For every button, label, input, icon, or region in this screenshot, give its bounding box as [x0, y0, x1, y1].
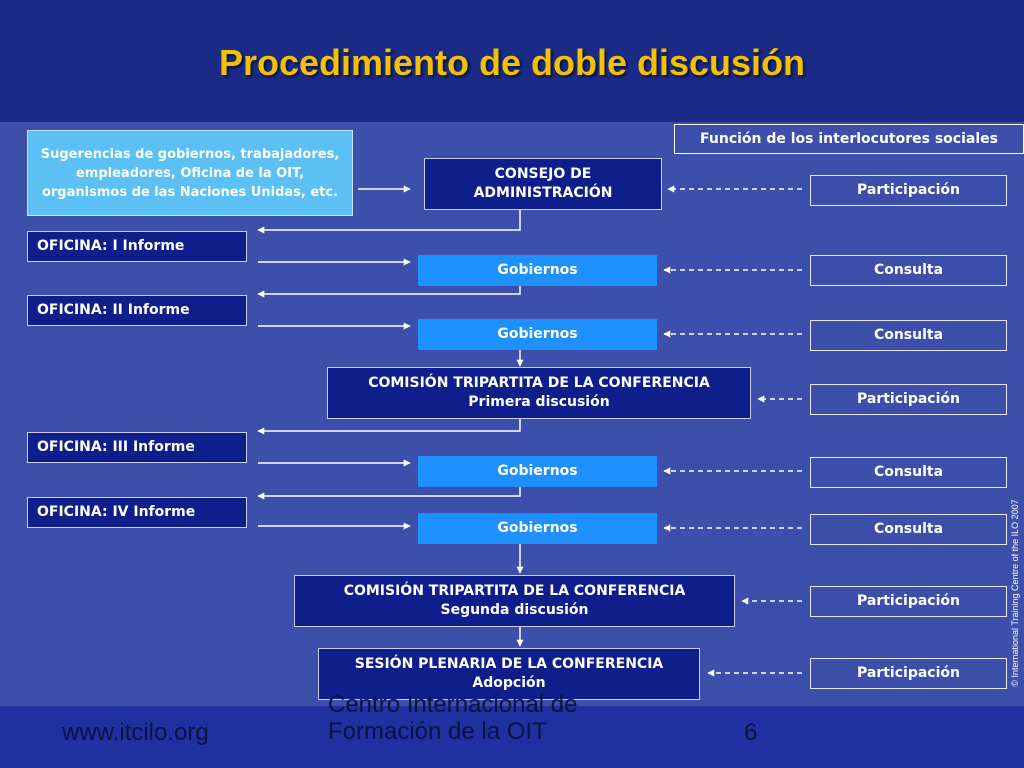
sesion-line-1: SESIÓN PLENARIA DE LA CONFERENCIA: [354, 656, 664, 672]
oficina-i-informe: OFICINA: I Informe: [27, 231, 247, 262]
suggestions-box: Sugerencias de gobiernos, trabajadores, …: [27, 130, 353, 216]
consejo-line-1: CONSEJO DE: [494, 166, 592, 182]
header-band: [0, 0, 1024, 122]
role-consulta-1: Consulta: [810, 255, 1007, 286]
gobiernos-box-4: Gobiernos: [418, 513, 657, 544]
role-consulta-4: Consulta: [810, 514, 1007, 545]
footer-band: [0, 706, 1024, 768]
sesion-plenaria-adopcion: SESIÓN PLENARIA DE LA CONFERENCIA Adopci…: [318, 648, 700, 700]
footer-page-number: 6: [744, 719, 758, 746]
footer-url[interactable]: www.itcilo.org: [62, 719, 209, 746]
sesion-line-2: Adopción: [472, 675, 546, 691]
consejo-line-2: ADMINISTRACIÓN: [473, 185, 613, 201]
gobiernos-box-1: Gobiernos: [418, 255, 657, 286]
role-participacion-4: Participación: [810, 658, 1007, 689]
oficina-ii-informe: OFICINA: II Informe: [27, 295, 247, 326]
footer-org-line-2: Formación de la OIT: [328, 718, 547, 745]
comision-2-line-1: COMISIÓN TRIPARTITA DE LA CONFERENCIA: [343, 583, 686, 599]
role-consulta-2: Consulta: [810, 320, 1007, 351]
comision-segunda-discusion: COMISIÓN TRIPARTITA DE LA CONFERENCIA Se…: [294, 575, 735, 627]
oficina-iii-informe: OFICINA: III Informe: [27, 432, 247, 463]
role-consulta-3: Consulta: [810, 457, 1007, 488]
role-participacion-2: Participación: [810, 384, 1007, 415]
arrow-gobiernos-3-to-oficina-4: [257, 487, 521, 500]
comision-2-line-2: Segunda discusión: [440, 602, 589, 618]
footer-org-line-1: Centro Internacional de: [328, 691, 578, 718]
comision-1-line-1: COMISIÓN TRIPARTITA DE LA CONFERENCIA: [368, 375, 710, 391]
gobiernos-box-2: Gobiernos: [418, 319, 657, 350]
comision-primera-discusion: COMISIÓN TRIPARTITA DE LA CONFERENCIA Pr…: [327, 367, 751, 419]
role-participacion-3: Participación: [810, 586, 1007, 617]
comision-1-line-2: Primera discusión: [468, 394, 610, 410]
consejo-administracion-box: CONSEJO DE ADMINISTRACIÓN: [424, 158, 662, 210]
arrow-gobiernos-1-to-oficina-2: [257, 286, 521, 298]
gobiernos-box-3: Gobiernos: [418, 456, 657, 487]
oficina-iv-informe: OFICINA: IV Informe: [27, 497, 247, 528]
arrow-consejo-to-oficina-1: [257, 210, 521, 234]
arrow-comision-1-to-oficina-3: [257, 419, 521, 435]
slide-title: Procedimiento de doble discusión: [218, 42, 806, 83]
role-participacion-1: Participación: [810, 175, 1007, 206]
